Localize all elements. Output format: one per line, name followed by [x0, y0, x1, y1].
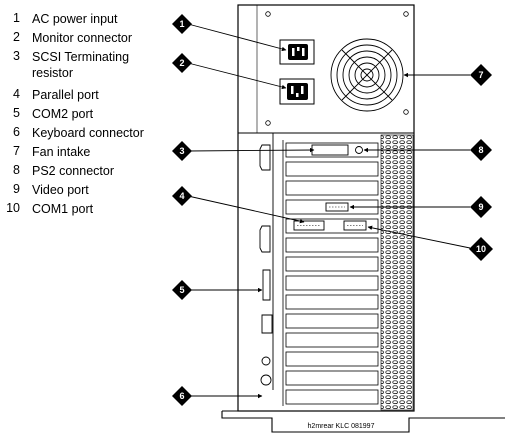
- screw-icon: [265, 120, 271, 126]
- legend: 1 AC power input 2 Monitor connector 3 S…: [6, 9, 176, 218]
- io-column: [259, 133, 274, 390]
- legend-label: COM2 port: [32, 107, 94, 121]
- legend-item-10: 10 COM1 port: [6, 199, 176, 218]
- fan-grill: [330, 38, 404, 112]
- leader-lines: [187, 23, 471, 399]
- legend-number: 9: [13, 182, 20, 196]
- callout-number: 9: [478, 202, 483, 212]
- callout-9: 9: [470, 196, 492, 218]
- legend-label: Keyboard connector: [32, 126, 144, 140]
- legend-number: 6: [13, 125, 20, 139]
- legend-label: AC power input: [32, 12, 118, 26]
- legend-item-5: 5 COM2 port: [6, 104, 176, 123]
- legend-label: Video port: [32, 183, 89, 197]
- callout-10: 10: [469, 237, 493, 261]
- legend-number: 4: [13, 87, 20, 101]
- callout-number: 8: [478, 145, 483, 155]
- monitor-connector: [279, 78, 315, 105]
- legend-label: Parallel port: [32, 88, 99, 102]
- callout-7: 7: [470, 64, 492, 86]
- legend-item-8: 8 PS2 connector: [6, 161, 176, 180]
- callout-6: 6: [172, 386, 192, 406]
- ac-power-input: [279, 39, 315, 65]
- legend-number: 8: [13, 163, 20, 177]
- legend-number: 7: [13, 144, 20, 158]
- legend-label: Monitor connector: [32, 31, 133, 45]
- parallel-port: [293, 220, 325, 231]
- legend-number: 5: [13, 106, 20, 120]
- callout-number: 7: [478, 70, 483, 80]
- legend-label: PS2 connector: [32, 164, 114, 178]
- callout-number: 1: [179, 19, 184, 29]
- callout-number: 4: [179, 191, 184, 201]
- psu-screws: [265, 11, 409, 126]
- legend-item-3: 3 SCSI Terminating resistor: [6, 47, 176, 85]
- figure-caption: h2mrear KLC 081997: [308, 423, 375, 430]
- callout-number: 2: [179, 58, 184, 68]
- legend-item-9: 9 Video port: [6, 180, 176, 199]
- legend-label: COM1 port: [32, 202, 94, 216]
- legend-item-4: 4 Parallel port: [6, 85, 176, 104]
- callout-5: 5: [172, 280, 192, 300]
- expansion-slots: [285, 142, 379, 405]
- callout-number: 6: [179, 391, 184, 401]
- legend-number: 1: [13, 11, 20, 25]
- screw-icon: [403, 109, 409, 115]
- screw-icon: [403, 11, 409, 17]
- com1-port: [343, 220, 367, 231]
- legend-item-7: 7 Fan intake: [6, 142, 176, 161]
- legend-number: 10: [6, 201, 20, 215]
- legend-label: Fan intake: [32, 145, 91, 159]
- legend-number: 3: [13, 49, 20, 63]
- callout-2: 2: [172, 53, 192, 73]
- legend-number: 2: [13, 30, 20, 44]
- callout-4: 4: [172, 186, 192, 206]
- legend-item-2: 2 Monitor connector: [6, 28, 176, 47]
- legend-label: SCSI Terminating resistor: [32, 50, 130, 80]
- vent-area: [380, 134, 414, 411]
- callout-1: 1: [172, 14, 192, 34]
- callout-number: 5: [179, 285, 184, 295]
- callout-3: 3: [172, 141, 192, 161]
- screw-icon: [265, 11, 271, 17]
- legend-item-1: 1 AC power input: [6, 9, 176, 28]
- video-port: [325, 202, 349, 212]
- callout-8: 8: [470, 139, 492, 161]
- legend-item-6: 6 Keyboard connector: [6, 123, 176, 142]
- callout-number: 3: [179, 146, 184, 156]
- callout-number: 10: [476, 244, 486, 254]
